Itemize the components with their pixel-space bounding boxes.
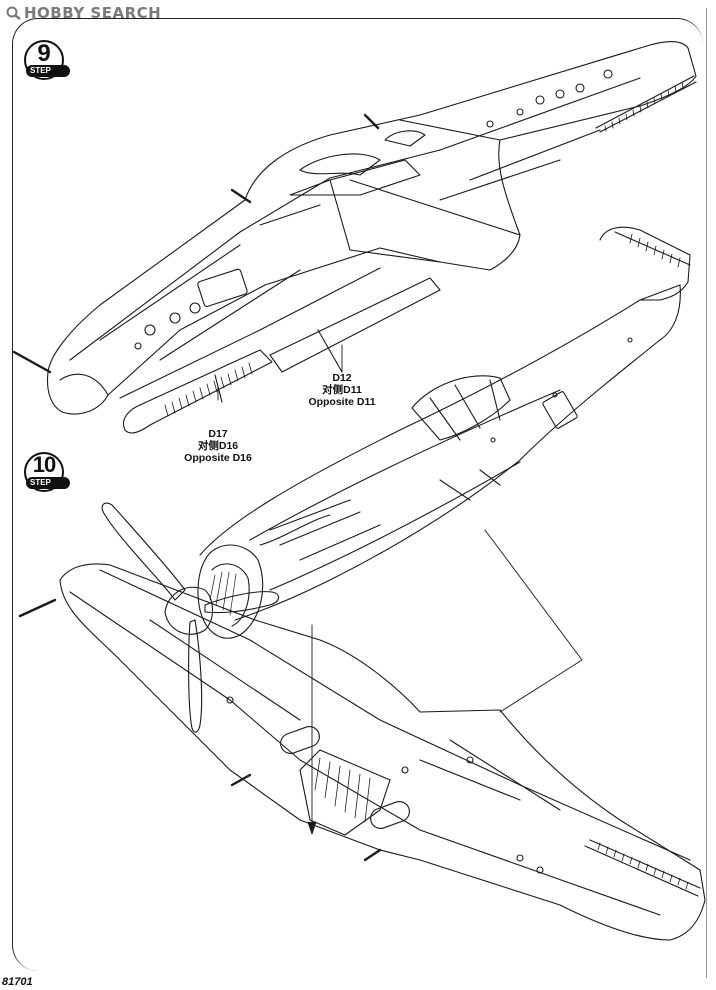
magnifier-icon: [6, 6, 21, 20]
page-number: 81701: [2, 976, 33, 988]
part-number: D12: [332, 372, 352, 384]
hobby-search-watermark: HOBBY SEARCH: [6, 4, 161, 22]
step-9-word: STEP: [30, 66, 51, 75]
step-9-wing: [12, 41, 697, 415]
part-number: D17: [208, 428, 228, 440]
part-note-en: Opposite D16: [184, 452, 252, 464]
step-9-number: 9: [37, 40, 51, 67]
step-badge-icon: [24, 452, 70, 492]
step-10-badge: 10 STEP: [22, 450, 74, 500]
flap-part-d12: [269, 277, 441, 373]
step-9-badge: 9 STEP: [22, 38, 74, 88]
step-10-wing: [18, 563, 706, 941]
step-badge-icon: [24, 40, 70, 80]
part-note-cn: 对侧D11: [322, 384, 362, 396]
assembly-guide-lines: [217, 344, 583, 835]
part-note-cn: 对侧D16: [197, 440, 239, 452]
page-edge: [706, 8, 710, 978]
step-10-fuselage: [101, 226, 691, 733]
step-10-number: 10: [32, 452, 56, 477]
part-note-en: Opposite D11: [308, 396, 376, 408]
step-10-word: STEP: [30, 478, 51, 487]
flap-part-d17: [122, 349, 273, 434]
instruction-frame: [12, 18, 703, 971]
part-label-d12: D12 对侧D11 Opposite D11: [300, 372, 384, 408]
part-label-d17: D17 对侧D16 Opposite D16: [176, 428, 260, 464]
watermark-text: HOBBY SEARCH: [24, 4, 162, 22]
